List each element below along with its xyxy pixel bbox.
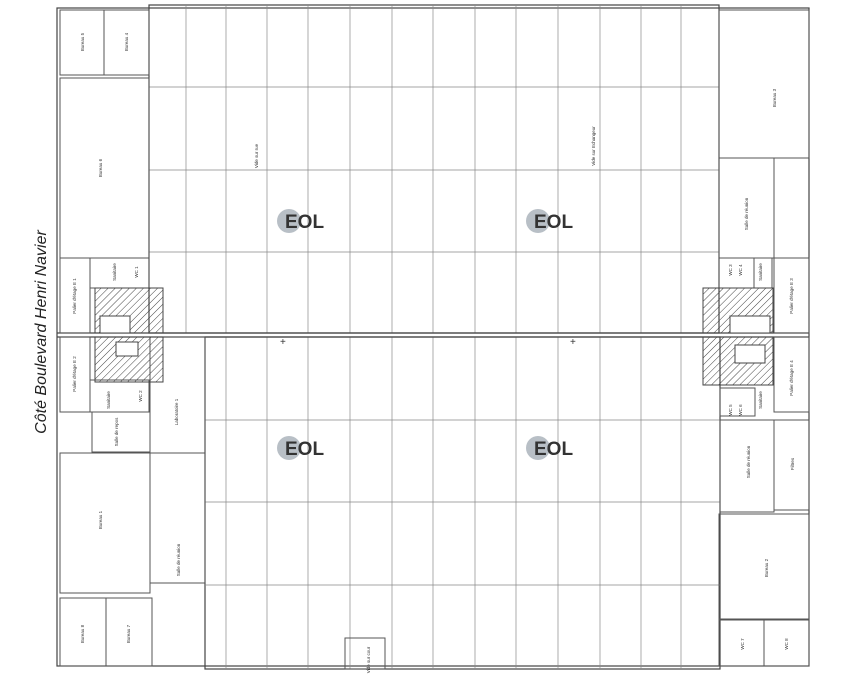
label-vide-echange: Vide sur Echangeur xyxy=(591,126,596,166)
label-palier-e2: Palier d'étage E 2 xyxy=(72,356,77,392)
open-plan-grid: + + xyxy=(57,4,809,670)
label-bureau4: Bureau 4 xyxy=(124,32,129,51)
label-bureau1: Bureau 1 xyxy=(98,510,103,529)
label-laboratoire: Laboratoire 1 xyxy=(174,398,179,425)
label-wc5: WC 5 xyxy=(728,404,733,416)
label-wc4: WC 4 xyxy=(738,264,743,276)
svg-text:+: + xyxy=(570,337,576,348)
label-sanitaire-2: Sanitaire xyxy=(106,391,111,409)
label-bureau6: Bureau 6 xyxy=(98,158,103,177)
svg-text:+: + xyxy=(280,337,286,348)
label-bureau-small-b: WC 8 xyxy=(784,638,789,650)
logo-text: EOL xyxy=(534,439,573,460)
label-wc3: WC 3 xyxy=(728,264,733,276)
label-salle-repos: Salle de repos xyxy=(114,417,119,447)
eol-logo: EOL xyxy=(524,207,590,235)
label-bureau5: Bureau 5 xyxy=(80,32,85,51)
label-wc6: WC 6 xyxy=(738,404,743,416)
label-wc1: WC 1 xyxy=(134,266,139,278)
right-cores xyxy=(702,287,774,386)
label-filtres: Filtres xyxy=(790,457,795,470)
eol-logo: EOL xyxy=(275,207,341,235)
label-sanitaire-1: Sanitaire xyxy=(112,263,117,281)
left-rooms xyxy=(59,9,206,667)
label-bureau-small-a: WC 7 xyxy=(740,638,745,650)
label-sanitaire-4: Sanitaire xyxy=(758,391,763,409)
label-salle-reunion-1: Salle de réunion xyxy=(176,543,181,576)
bottom-alcove xyxy=(344,637,386,670)
eol-logo: EOL xyxy=(275,434,341,462)
label-bureau2: Bureau 2 xyxy=(764,558,769,577)
right-rooms xyxy=(718,9,810,667)
label-salle-reunion-3: Salle de réunion xyxy=(746,445,751,478)
label-bureau8: Bureau 8 xyxy=(80,624,85,643)
label-wc2: WC 2 xyxy=(138,390,143,402)
left-cores xyxy=(94,287,164,383)
label-vide-rue: Vide sur rue xyxy=(254,143,259,168)
label-bureau3: Bureau 3 xyxy=(772,88,777,107)
label-palier-e1: Palier d'étage E 1 xyxy=(72,278,77,314)
label-salle-reunion-2: Salle de réunion xyxy=(744,197,749,230)
label-bureau7: Bureau 7 xyxy=(126,624,131,643)
logo-text: EOL xyxy=(285,212,324,233)
eol-logo: EOL xyxy=(524,434,590,462)
label-vide-bas: Vide sur cour xyxy=(366,646,371,673)
logo-text: EOL xyxy=(285,439,324,460)
label-sanitaire-3: Sanitaire xyxy=(758,263,763,281)
label-palier-e4: Palier d'étage E 4 xyxy=(789,360,794,396)
logo-text: EOL xyxy=(534,212,573,233)
label-palier-e3: Palier d'étage E 3 xyxy=(789,278,794,314)
